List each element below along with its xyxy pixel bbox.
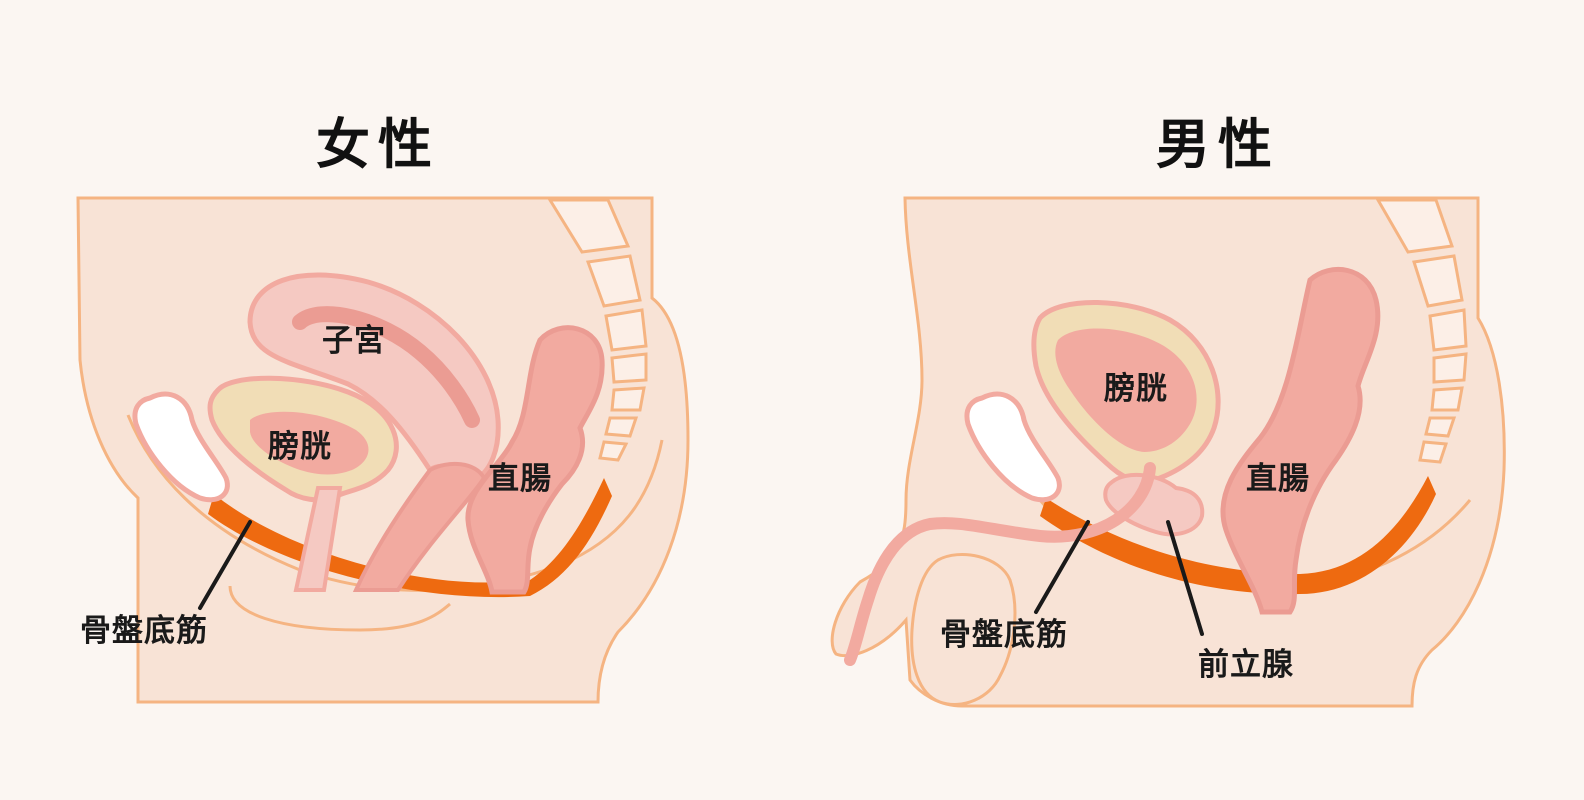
male-title: 男性 bbox=[1156, 113, 1280, 176]
female-urethra bbox=[293, 486, 343, 592]
male-label-bladder: 膀胱 bbox=[1104, 371, 1168, 407]
male-scrotum bbox=[910, 552, 1017, 706]
male-bladder-inner bbox=[1055, 328, 1197, 452]
male-prostate-pointer bbox=[1166, 520, 1204, 636]
male-pelvic-floor-muscle bbox=[1040, 476, 1436, 595]
female-label-bladder: 膀胱 bbox=[268, 429, 332, 465]
female-label-rectum: 直腸 bbox=[488, 461, 552, 497]
female-title: 女性 bbox=[316, 113, 440, 176]
male-pubic-bone bbox=[964, 391, 1062, 503]
male-label-prostate: 前立腺 bbox=[1198, 647, 1294, 683]
female-pelvic-floor-pointer bbox=[198, 520, 252, 610]
female-uterus bbox=[247, 272, 501, 481]
female-spine bbox=[547, 198, 648, 462]
female-label-pelvic-floor: 骨盤底筋 bbox=[80, 613, 208, 649]
female-perineum bbox=[228, 585, 451, 632]
male-label-rectum: 直腸 bbox=[1246, 461, 1310, 497]
female-pubic-bone bbox=[132, 391, 230, 503]
female-contour bbox=[126, 414, 664, 592]
male-urethra bbox=[844, 462, 1156, 666]
male-pelvic-floor-pointer bbox=[1034, 520, 1090, 614]
male-label-pelvic-floor: 骨盤底筋 bbox=[940, 617, 1068, 653]
male-spine bbox=[1375, 198, 1468, 464]
female-uterine-cavity bbox=[292, 306, 480, 428]
female-bladder-inner bbox=[250, 411, 369, 475]
male-rectum bbox=[1220, 266, 1381, 615]
female-figure bbox=[76, 196, 690, 704]
male-figure bbox=[830, 196, 1506, 708]
female-label-uterus: 子宮 bbox=[322, 323, 386, 359]
female-vagina bbox=[352, 461, 487, 592]
female-rectum bbox=[465, 325, 605, 595]
male-prostate bbox=[1103, 472, 1205, 537]
